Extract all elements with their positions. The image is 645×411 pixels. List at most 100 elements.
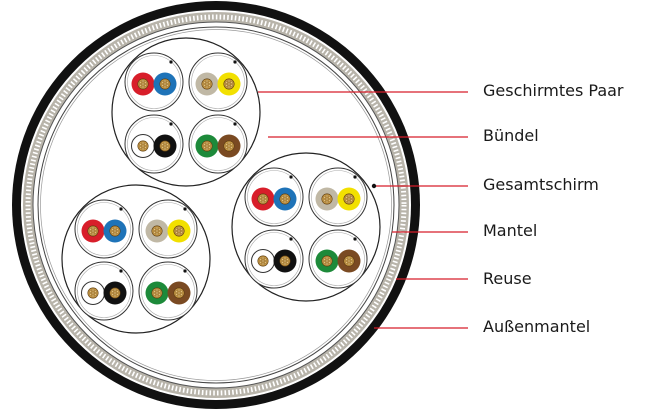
copper-strand <box>227 79 231 83</box>
copper-strand <box>91 288 95 292</box>
copper-strand <box>175 228 178 231</box>
copper-strand <box>325 256 329 260</box>
copper-strand <box>230 146 233 149</box>
copper-strand <box>225 143 228 146</box>
copper-strand <box>227 85 231 89</box>
copper-strand <box>139 143 142 146</box>
copper-strand <box>166 84 169 87</box>
copper-strand <box>230 81 233 84</box>
copper-strand <box>155 232 159 236</box>
copper-strand <box>227 147 231 151</box>
copper-strand <box>205 79 209 83</box>
copper-strand <box>347 259 351 263</box>
leader-overall-shield-dot <box>371 183 377 189</box>
copper-strand <box>345 196 348 199</box>
drain-wire <box>353 175 357 179</box>
shielded-pair <box>74 199 134 259</box>
copper-strand <box>205 141 209 145</box>
pair-shield-inner <box>247 232 301 286</box>
copper-strand <box>205 85 209 89</box>
braid-texture <box>25 14 407 396</box>
copper-strand <box>144 143 147 146</box>
copper-strand <box>163 147 167 151</box>
label-braid: Reuse <box>483 269 532 288</box>
drain-wire <box>289 237 293 241</box>
copper-strand <box>89 290 92 293</box>
copper-strand <box>141 141 145 145</box>
copper-strand <box>325 197 329 201</box>
copper-strand <box>163 85 167 89</box>
copper-strand <box>139 84 142 87</box>
drain-wire <box>353 237 357 241</box>
shielded-pair <box>124 52 184 112</box>
copper-strand <box>144 81 147 84</box>
bundle <box>231 152 381 302</box>
copper-strand <box>175 290 178 293</box>
pair-shield-inner <box>191 55 245 109</box>
copper-strand <box>350 258 353 261</box>
copper-strand <box>328 258 331 261</box>
copper-strand <box>208 146 211 149</box>
copper-strand <box>180 228 183 231</box>
copper-strand <box>161 146 164 149</box>
copper-strand <box>111 290 114 293</box>
pair-shield-inner <box>141 202 195 256</box>
copper-strand <box>113 288 117 292</box>
copper-strand <box>205 82 209 86</box>
shielded-pair <box>244 229 304 289</box>
copper-strand <box>347 262 351 266</box>
copper-strand <box>141 82 145 86</box>
copper-strand <box>286 199 289 202</box>
copper-strand <box>158 228 161 231</box>
copper-strand <box>158 290 161 293</box>
copper-strand <box>116 231 119 234</box>
copper-strand <box>283 194 287 198</box>
copper-strand <box>345 261 348 264</box>
shielded-pair <box>138 199 198 259</box>
copper-strand <box>259 261 262 264</box>
wire <box>153 134 177 158</box>
copper-strand <box>161 81 164 84</box>
copper-strand <box>281 199 284 202</box>
wire <box>315 187 339 211</box>
wire <box>195 72 219 96</box>
copper-strand <box>116 228 119 231</box>
copper-strand <box>264 196 267 199</box>
copper-strand <box>227 144 231 148</box>
copper-strand <box>205 144 209 148</box>
copper-strand <box>281 261 284 264</box>
copper-strand <box>94 290 97 293</box>
copper-strand <box>180 293 183 296</box>
wire <box>131 134 155 158</box>
copper-strand <box>166 146 169 149</box>
wire <box>273 187 297 211</box>
bundle <box>61 184 211 334</box>
copper-strand <box>323 196 326 199</box>
copper-strand <box>350 196 353 199</box>
pair-shield-inner <box>311 170 365 224</box>
copper-strand <box>261 259 265 263</box>
wire <box>315 249 339 273</box>
copper-strand <box>325 200 329 204</box>
pair-shield-inner <box>191 117 245 171</box>
shielded-pair <box>124 114 184 174</box>
shielded-pair <box>74 261 134 321</box>
copper-strand <box>155 226 159 230</box>
shielded-pair <box>138 261 198 321</box>
drain-wire <box>119 207 123 211</box>
copper-strand <box>345 258 348 261</box>
label-overall-shield: Gesamtschirm <box>483 175 599 194</box>
copper-strand <box>153 228 156 231</box>
copper-strand <box>259 199 262 202</box>
copper-strand <box>94 293 97 296</box>
shielded-pair <box>188 114 248 174</box>
copper-strand <box>177 232 181 236</box>
overall-shield <box>37 26 395 384</box>
copper-strand <box>225 84 228 87</box>
wire <box>81 281 105 305</box>
wire <box>145 281 169 305</box>
cable-cross-section <box>12 1 420 409</box>
wire <box>251 249 275 273</box>
copper-strand <box>91 229 95 233</box>
